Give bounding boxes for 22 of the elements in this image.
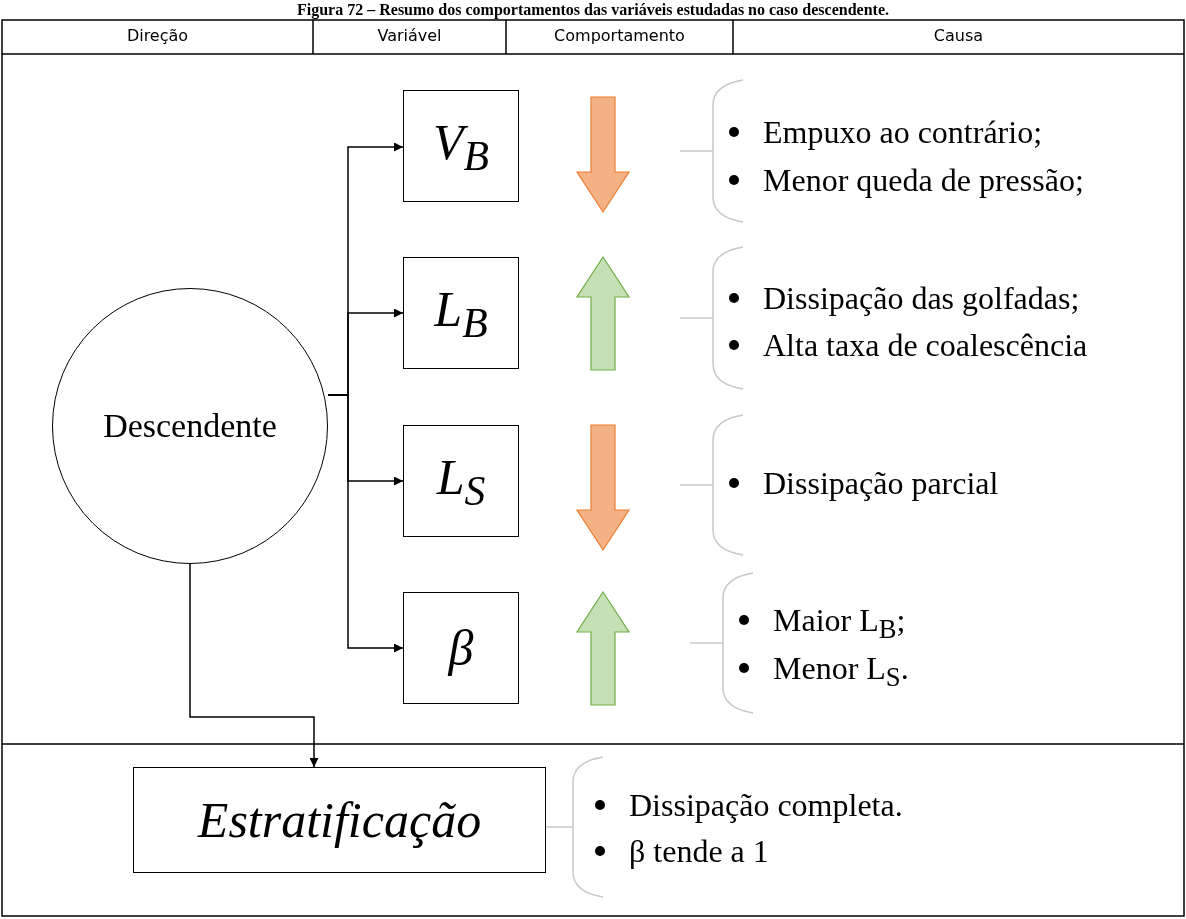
cause-text: Maior L$_{B}$; — [773, 601, 906, 647]
cause-text: Dissipação das golfadas; — [763, 279, 1080, 317]
connector-arrow — [189, 562, 319, 768]
variable-box: L$_{S}$ — [403, 425, 519, 537]
cause-text: Dissipação completa. — [629, 786, 903, 824]
connector-arrow — [327, 394, 404, 653]
direction-circle: Descendente — [52, 288, 328, 564]
column-header: Comportamento — [553, 26, 686, 45]
variable-box: V$_{B}$ — [403, 90, 519, 202]
cause-text: β tende a 1 — [629, 832, 769, 870]
cause-text: Menor L$_{S}$. — [773, 649, 909, 695]
cause-text: Menor queda de pressão; — [763, 161, 1084, 199]
column-header: Variável — [376, 26, 443, 45]
variable-box: β — [403, 592, 519, 704]
figure-title: Figura 72 – Resumo dos comportamentos das variáveis estudadas no caso descendente. — [296, 0, 890, 19]
column-header: Causa — [932, 26, 985, 45]
variable-box: L$_{B}$ — [403, 257, 519, 369]
cause-text: Dissipação parcial — [763, 464, 999, 502]
cause-text: Empuxo ao contrário; — [763, 113, 1043, 151]
cause-text: Alta taxa de coalescência — [763, 326, 1088, 364]
column-header: Direção — [125, 26, 190, 45]
result-box: Estratificação — [133, 767, 546, 873]
